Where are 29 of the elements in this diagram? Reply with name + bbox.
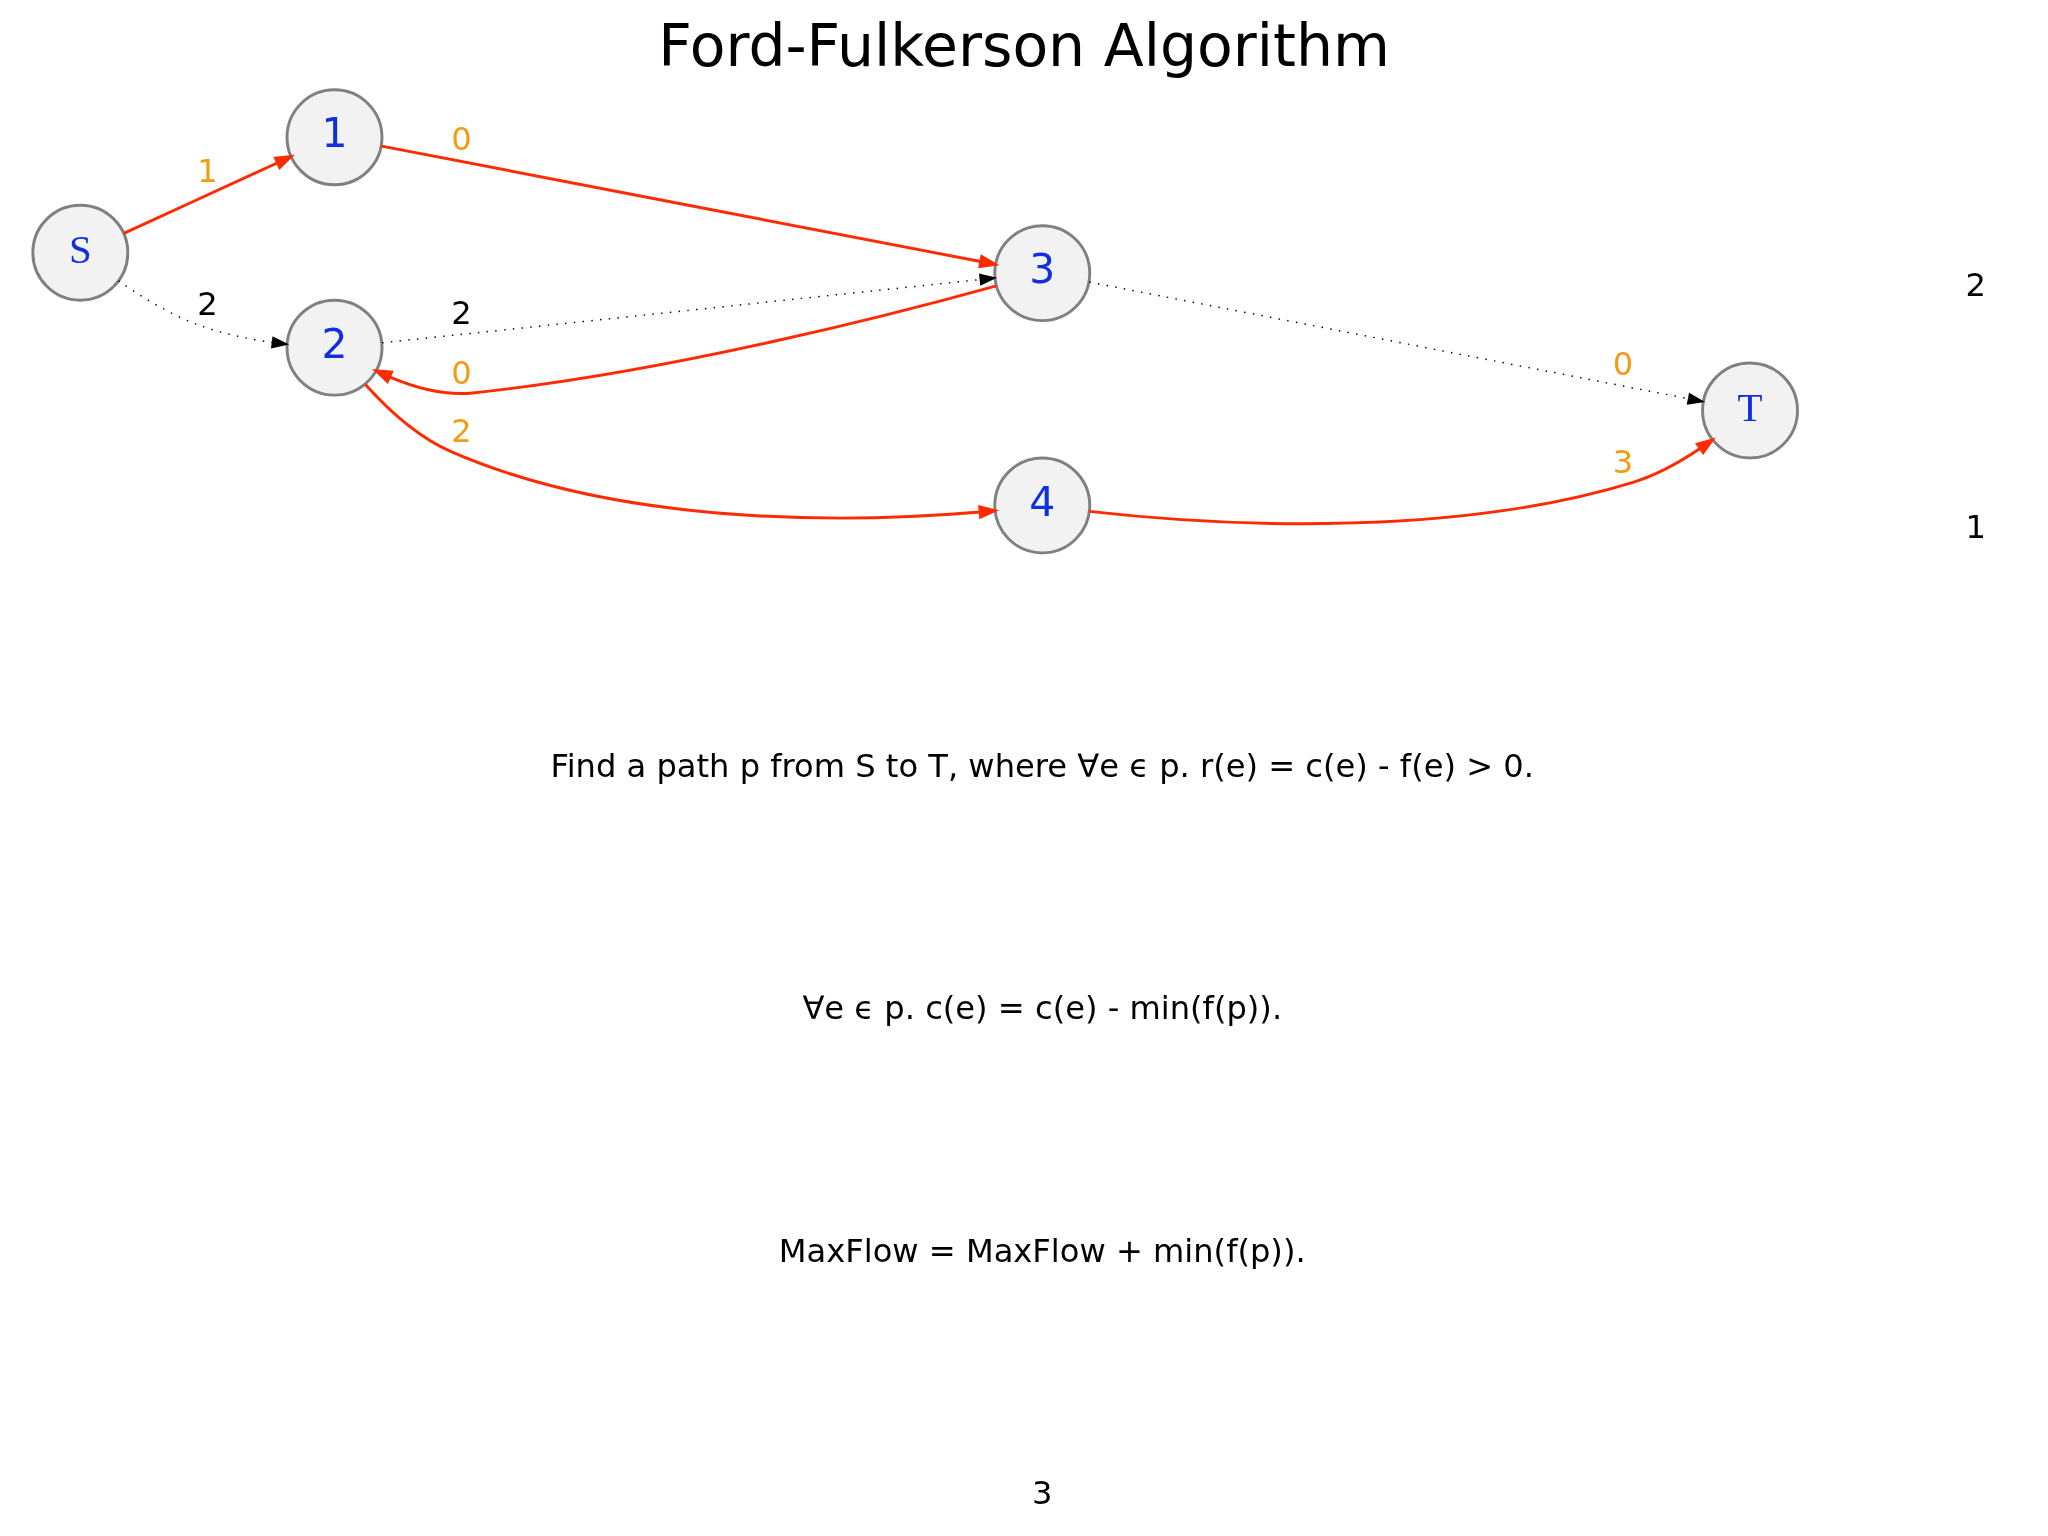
edge-label: 0 <box>451 353 472 392</box>
edge-label: 2 <box>451 293 472 332</box>
edge-label: 2 <box>451 412 472 451</box>
arrow <box>117 280 290 349</box>
edge-label: 0 <box>1612 344 1634 383</box>
arrow <box>372 284 997 395</box>
arrow <box>381 273 998 344</box>
diagram-title: Ford-Fulkerson Algorithm <box>658 12 1390 81</box>
node-circle: T <box>1701 361 1799 460</box>
arrow <box>1088 281 1706 405</box>
label: 3 <box>1032 1474 1053 1513</box>
node-circle: 4 <box>993 456 1092 555</box>
node-circle: 1 <box>285 88 384 187</box>
edge-label: 0 <box>451 119 472 158</box>
node-circle: 3 <box>993 224 1092 323</box>
label: 1 <box>1965 508 1986 547</box>
arrow <box>364 383 1000 520</box>
label: Find a path p from S to T, where ∀e ϵ p. r(e) = c(e) - f(e) > 0. <box>550 746 1535 785</box>
edge-label: 2 <box>197 284 218 323</box>
arrow <box>123 154 295 235</box>
node-circle: S <box>31 203 130 302</box>
label: MaxFlow = MaxFlow + min(f(p)). <box>778 1231 1306 1270</box>
edge-label: 1 <box>197 152 218 190</box>
edge-label: 3 <box>1612 442 1634 481</box>
arrow <box>381 144 1000 269</box>
label: ∀e ϵ p. c(e) = c(e) - min(f(p)). <box>802 989 1283 1028</box>
label: 2 <box>1965 265 1986 304</box>
node-circle: 2 <box>285 298 384 397</box>
arrow <box>1089 437 1716 526</box>
